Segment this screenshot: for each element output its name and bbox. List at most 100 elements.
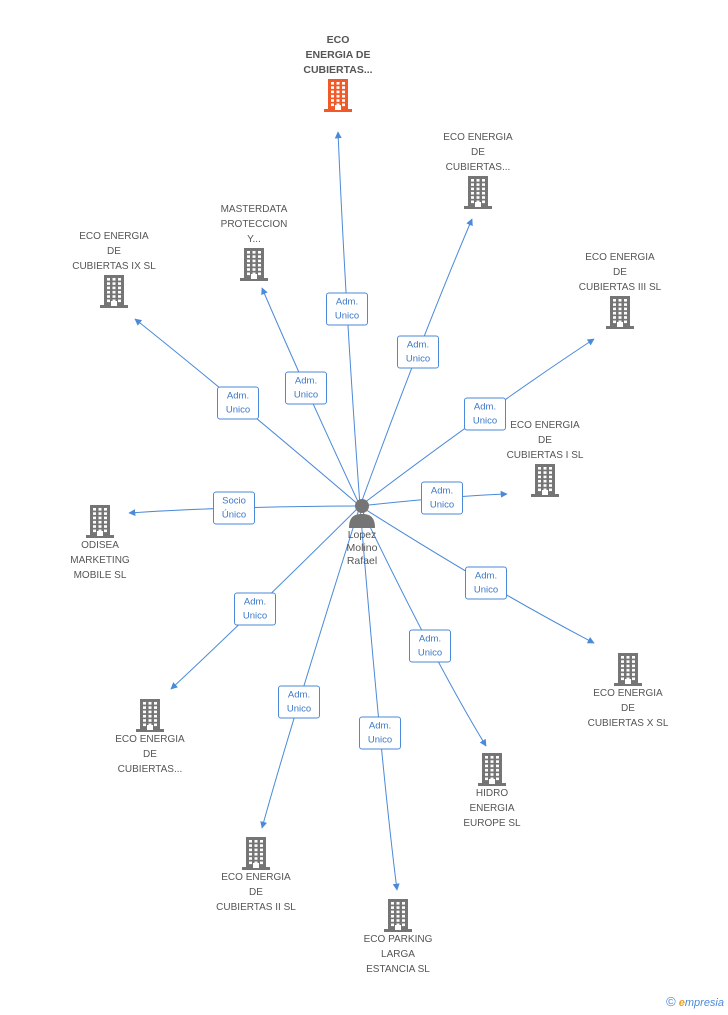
relation-label: Adm. xyxy=(418,633,442,645)
company-name-line: ECO ENERGIA xyxy=(79,231,149,242)
company-name-line: CUBIERTAS... xyxy=(117,764,183,775)
company-name-line: ECO ENERGIA xyxy=(593,688,663,699)
relation-label: Unico xyxy=(242,610,268,622)
company-node-eco-energia-iii[interactable]: ECO ENERGIA DE CUBIERTAS III SL xyxy=(545,250,695,329)
relation-label: Unico xyxy=(225,404,251,416)
company-name-line: CUBIERTAS X SL xyxy=(587,718,669,729)
company-name-line: ECO xyxy=(326,34,350,46)
company-name-line: ODISEA xyxy=(81,540,119,551)
company-name-line: EUROPE SL xyxy=(463,818,521,829)
company-node-eco-energia-x[interactable]: ECO ENERGIA DE CUBIERTAS X SL xyxy=(553,652,703,731)
building-icon xyxy=(464,176,492,209)
footer-credit: © empresia xyxy=(666,994,724,1009)
relation-label: Adm. xyxy=(406,339,430,351)
relation-badge-eco-energia-ne[interactable]: Adm. Unico xyxy=(397,335,439,369)
relation-label: Socio xyxy=(222,495,246,507)
copyright-symbol: © xyxy=(666,994,676,1009)
building-icon xyxy=(478,753,506,786)
relation-label: Unico xyxy=(417,647,443,659)
building-icon xyxy=(240,248,268,281)
person-icon xyxy=(349,499,375,528)
building-icon xyxy=(606,296,634,329)
company-name-line: DE xyxy=(249,887,263,898)
building-icon-highlighted xyxy=(324,79,352,112)
company-name-line: HIDRO xyxy=(475,788,509,799)
relation-label: Unico xyxy=(293,389,319,401)
relation-label: Unico xyxy=(334,310,360,322)
company-name-line: ECO ENERGIA xyxy=(585,252,655,263)
company-name-line: ESTANCIA SL xyxy=(366,964,430,975)
building-icon xyxy=(614,653,642,686)
company-node-eco-energia-sw[interactable]: ECO ENERGIA DE CUBIERTAS... xyxy=(75,698,225,777)
relation-badge-eco-energia-ii[interactable]: Adm.Unico xyxy=(278,685,320,719)
company-name-line: LARGA xyxy=(381,949,415,960)
company-node-eco-energia-ne[interactable]: ECO ENERGIA DE CUBIERTAS... xyxy=(403,130,553,209)
brand-logo-text: mpresia xyxy=(684,997,724,1009)
company-node-eco-energia-i[interactable]: ECO ENERGIA DE CUBIERTAS I SL xyxy=(470,418,620,497)
company-name-line: ECO ENERGIA xyxy=(443,132,513,143)
company-name-line: ECO ENERGIA xyxy=(115,734,185,745)
company-name-line: PROTECCION xyxy=(220,219,288,230)
relation-label: Único xyxy=(221,509,247,521)
relation-label: Adm. xyxy=(294,375,318,387)
relation-badge-hidro-energia[interactable]: Adm. Unico xyxy=(409,629,451,663)
relation-label: Adm. xyxy=(243,596,267,608)
company-name-line: MASTERDATA xyxy=(220,204,288,215)
company-name-line: CUBIERTAS II SL xyxy=(216,902,296,913)
relation-label: Unico xyxy=(429,499,455,511)
company-node-eco-energia-ix[interactable]: ECO ENERGIA DE CUBIERTAS IX SL xyxy=(39,229,189,308)
relation-label: Unico xyxy=(367,734,393,746)
company-name-line: DE xyxy=(143,749,157,760)
relation-label: Adm. xyxy=(226,390,250,402)
company-name-line: CUBIERTAS III SL xyxy=(578,282,662,293)
relation-label: Adm. xyxy=(473,401,497,413)
company-node-eco-energia-ii[interactable]: ECO ENERGIA DE CUBIERTAS II SL xyxy=(181,836,331,915)
relation-label: Adm. xyxy=(335,296,359,308)
relation-label: Adm. xyxy=(368,720,392,732)
company-name-line: CUBIERTAS IX SL xyxy=(72,261,156,272)
building-icon xyxy=(531,464,559,497)
building-icon xyxy=(100,275,128,308)
company-name-line: DE xyxy=(613,267,627,278)
company-node-hidro-energia[interactable]: HIDRO ENERGIA EUROPE SL xyxy=(417,752,567,831)
relation-badge-masterdata[interactable]: Adm. Unico xyxy=(285,371,327,405)
company-name-line: CUBIERTAS... xyxy=(445,162,511,173)
relation-badge-eco-energia-ix[interactable]: Adm. Unico xyxy=(217,386,259,420)
relation-label: Adm. xyxy=(474,570,498,582)
person-name-line: Rafael xyxy=(346,555,378,567)
relation-label: Adm. xyxy=(430,485,454,497)
company-name-line: DE xyxy=(538,435,552,446)
company-name-line: ECO ENERGIA xyxy=(221,872,291,883)
company-name-line: DE xyxy=(621,703,635,714)
brand-logo-initial: e xyxy=(678,997,685,1009)
relation-label: Unico xyxy=(472,415,498,427)
building-icon xyxy=(136,699,164,732)
company-name-line: MARKETING xyxy=(70,555,130,566)
relation-badge-eco-energia-iii[interactable]: Adm. Unico xyxy=(464,397,506,431)
company-name-line: ECO PARKING xyxy=(363,934,433,945)
company-name-line: DE xyxy=(107,246,121,257)
relation-badge-eco-energia-i[interactable]: Adm. Unico xyxy=(421,481,463,515)
company-name-line: MOBILE SL xyxy=(73,570,127,581)
relation-badge-eco-energia-x[interactable]: Adm. Unico xyxy=(465,566,507,600)
person-name-line: Lopez xyxy=(347,529,377,541)
building-icon xyxy=(86,505,114,538)
relation-badge-eco-parking[interactable]: Adm. Unico xyxy=(359,716,401,750)
company-node-eco-parking[interactable]: ECO PARKING LARGA ESTANCIA SL xyxy=(323,898,473,977)
company-name-line: ECO ENERGIA xyxy=(510,420,580,431)
company-node-odisea[interactable]: ODISEA MARKETING MOBILE SL xyxy=(25,504,175,583)
company-name-line: CUBIERTAS I SL xyxy=(506,450,584,461)
relation-label: Unico xyxy=(405,353,431,365)
relation-badge-eco-energia-top[interactable]: Adm. Unico xyxy=(326,292,368,326)
person-node-lopez-molino-rafael[interactable]: Lopez Molino Rafael xyxy=(312,497,412,568)
relation-badge-eco-energia-sw[interactable]: Adm. Unico xyxy=(234,592,276,626)
person-name-line: Molino xyxy=(346,542,378,554)
company-name-line: ENERGIA xyxy=(469,803,515,814)
company-name-line: ENERGIA DE xyxy=(305,49,371,61)
relation-label: Adm. xyxy=(287,689,311,701)
company-name-line: DE xyxy=(471,147,485,158)
relation-label: Unico xyxy=(473,584,499,596)
